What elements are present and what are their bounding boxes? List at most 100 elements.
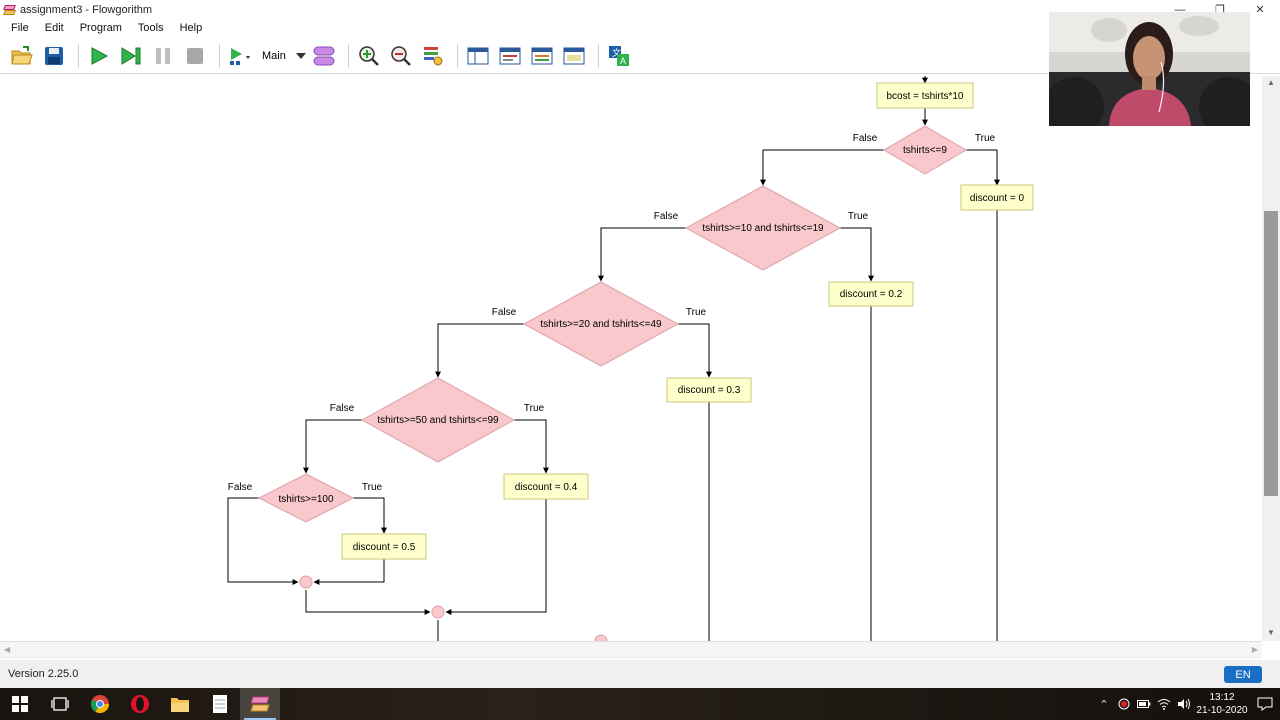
if4-condition: tshirts>=50 and tshirts<=99 (377, 415, 499, 426)
chart-settings-icon[interactable] (419, 42, 447, 70)
vertical-scrollbar[interactable]: ▲ ▼ (1262, 76, 1280, 641)
open-folder-icon[interactable] (8, 42, 36, 70)
assign-d5-label: discount = 0.5 (353, 542, 416, 553)
menu-tools[interactable]: Tools (137, 22, 164, 34)
vertical-scroll-thumb[interactable] (1264, 211, 1278, 496)
if5-false-label: False (228, 482, 253, 493)
menu-edit[interactable]: Edit (44, 22, 64, 34)
manage-functions-icon[interactable] (310, 42, 338, 70)
taskbar: ⌃ 13:12 21-10-2020 (0, 688, 1280, 720)
menu-bar: File Edit Program Tools Help (0, 19, 1280, 37)
if2-false-label: False (654, 211, 679, 222)
console-window-icon[interactable] (560, 42, 588, 70)
battery-icon[interactable] (1134, 688, 1154, 720)
assign-bcost-label: bcost = tshirts*10 (887, 91, 964, 102)
assign-d3-label: discount = 0.3 (678, 385, 741, 396)
decision-if3[interactable]: tshirts>=20 and tshirts<=49 False True (492, 281, 707, 367)
system-tray: ⌃ 13:12 21-10-2020 (1094, 688, 1280, 720)
chevron-down-icon (295, 52, 306, 59)
decision-if5[interactable]: tshirts>=100 False True (228, 473, 383, 523)
title-bar: assignment3 - Flowgorithm — ❐ ✕ (0, 0, 1280, 19)
function-select-value: Main (262, 49, 286, 62)
if1-false-label: False (853, 133, 878, 144)
status-bar: Version 2.25.0 EN (0, 660, 1280, 688)
assign-bcost-shape[interactable]: bcost = tshirts*10 (876, 82, 974, 109)
volume-icon[interactable] (1174, 688, 1194, 720)
task-view-icon[interactable] (40, 688, 80, 720)
assign-d0-label: discount = 0 (970, 193, 1025, 204)
decision-if2[interactable]: tshirts>=10 and tshirts<=19 False True (654, 185, 869, 271)
run-icon[interactable] (85, 42, 113, 70)
source-code-window-icon[interactable] (496, 42, 524, 70)
assign-d4-label: discount = 0.4 (515, 482, 578, 493)
if3-true-label: True (686, 307, 707, 318)
decision-if1[interactable]: tshirts<=9 False True (853, 125, 996, 175)
record-icon[interactable] (1114, 688, 1134, 720)
if3-condition: tshirts>=20 and tshirts<=49 (540, 319, 662, 330)
if5-true-label: True (362, 482, 383, 493)
if2-condition: tshirts>=10 and tshirts<=19 (702, 223, 824, 234)
window-controls: — ❐ ✕ (1160, 0, 1280, 19)
assign-d5-shape[interactable]: discount = 0.5 (341, 533, 427, 560)
webcam-overlay (1049, 12, 1250, 126)
flowchart-canvas[interactable]: bcost = tshirts*10 tshirts<=9 False True… (0, 76, 1262, 641)
opera-icon[interactable] (120, 688, 160, 720)
wifi-icon[interactable] (1154, 688, 1174, 720)
flowchart-svg: bcost = tshirts*10 tshirts<=9 False True… (227, 76, 1034, 641)
scroll-left-icon[interactable]: ◀ (4, 645, 11, 654)
if4-true-label: True (524, 403, 545, 414)
flowgorithm-app-icon (3, 4, 16, 16)
stop-icon[interactable] (181, 42, 209, 70)
assign-d3-shape[interactable]: discount = 0.3 (666, 377, 752, 403)
scroll-down-icon[interactable]: ▼ (1267, 628, 1275, 637)
assign-d4-shape[interactable]: discount = 0.4 (503, 473, 589, 500)
layout-icon[interactable] (464, 42, 492, 70)
add-function-icon[interactable] (226, 42, 254, 70)
zoom-in-icon[interactable] (355, 42, 383, 70)
step-icon[interactable] (117, 42, 145, 70)
notepad-icon[interactable] (200, 688, 240, 720)
taskbar-clock[interactable]: 13:12 21-10-2020 (1194, 691, 1250, 717)
clock-date: 21-10-2020 (1196, 705, 1248, 716)
webcam-image (1049, 12, 1250, 126)
close-button[interactable]: ✕ (1255, 4, 1265, 16)
decision-if4[interactable]: tshirts>=50 and tshirts<=99 False True (330, 377, 545, 463)
restore-button[interactable]: ❐ (1215, 4, 1225, 16)
language-badge[interactable]: EN (1224, 666, 1262, 683)
if4-false-label: False (330, 403, 355, 414)
flowgorithm-taskbar-icon[interactable] (240, 688, 280, 720)
file-explorer-icon[interactable] (160, 688, 200, 720)
variable-watch-icon[interactable] (528, 42, 556, 70)
window-title: assignment3 - Flowgorithm (20, 3, 153, 16)
if3-false-label: False (492, 307, 517, 318)
if1-condition: tshirts<=9 (903, 145, 947, 156)
assign-d2-label: discount = 0.2 (840, 289, 903, 300)
notification-icon[interactable] (1250, 688, 1280, 720)
clock-time: 13:12 (1209, 692, 1235, 703)
pause-icon[interactable] (149, 42, 177, 70)
join-node-if4 (431, 605, 445, 619)
assign-d0-shape[interactable]: discount = 0 (960, 184, 1034, 211)
assign-d2-shape[interactable]: discount = 0.2 (828, 281, 914, 307)
svg-text:A: A (620, 56, 626, 66)
join-node-if3 (594, 634, 608, 641)
minimize-button[interactable]: — (1174, 3, 1186, 16)
scroll-right-icon[interactable]: ▶ (1251, 645, 1258, 654)
chevron-up-icon[interactable]: ⌃ (1099, 698, 1109, 711)
if2-true-label: True (848, 211, 869, 222)
scroll-up-icon[interactable]: ▲ (1267, 78, 1275, 87)
menu-file[interactable]: File (11, 22, 29, 34)
horizontal-scrollbar[interactable]: ◀ ▶ (0, 641, 1262, 659)
version-text: Version 2.25.0 (8, 668, 79, 680)
zoom-out-icon[interactable] (387, 42, 415, 70)
windows-start-icon[interactable] (0, 688, 40, 720)
if5-condition: tshirts>=100 (278, 494, 333, 505)
function-select[interactable]: Main (262, 50, 306, 62)
save-icon[interactable] (40, 42, 68, 70)
menu-program[interactable]: Program (79, 22, 122, 34)
chrome-icon[interactable] (80, 688, 120, 720)
svg-text:文: 文 (612, 47, 621, 58)
menu-help[interactable]: Help (179, 22, 203, 34)
